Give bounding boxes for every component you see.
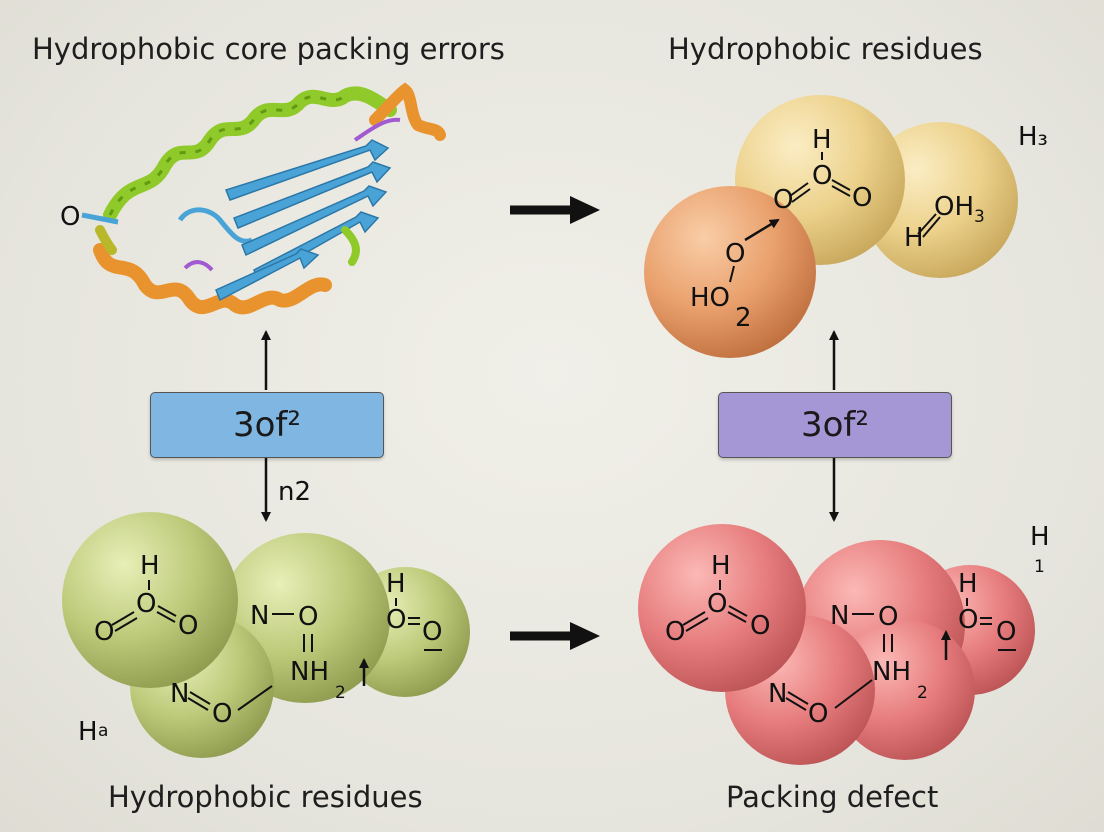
svg-text:H: H xyxy=(386,569,406,599)
svg-text:3: 3 xyxy=(974,207,985,227)
svg-text:O: O xyxy=(878,602,898,632)
svg-text:H: H xyxy=(904,223,924,253)
beta-strand xyxy=(225,139,390,201)
svg-text:OH: OH xyxy=(934,192,974,222)
bottom-right-molecule: H O O O N O NH 2 H O O N O xyxy=(665,551,1016,729)
svg-text:N: N xyxy=(170,679,189,709)
svg-text:O: O xyxy=(750,611,770,641)
corner-label-h1-sub: 1 xyxy=(1034,557,1045,577)
svg-text:O: O xyxy=(707,589,727,619)
corner-label-ha-sup: a xyxy=(98,721,108,741)
title-top-left: Hydrophobic core packing errors xyxy=(32,32,505,66)
beta-strand xyxy=(215,248,320,302)
svg-text:O: O xyxy=(852,183,872,213)
svg-text:H: H xyxy=(812,125,832,155)
svg-text:N: N xyxy=(768,679,787,709)
protein-ribbon xyxy=(81,82,446,315)
ribbon-end-label: O xyxy=(60,202,80,232)
svg-text:2: 2 xyxy=(335,683,346,703)
svg-text:O: O xyxy=(298,602,318,632)
svg-text:O: O xyxy=(773,185,793,215)
corner-label-h1: H xyxy=(1030,522,1050,552)
svg-text:N: N xyxy=(250,601,269,631)
svg-text:2: 2 xyxy=(917,683,928,703)
svg-text:O: O xyxy=(958,605,978,635)
svg-text:O: O xyxy=(812,161,832,191)
title-bottom-left: Hydrophobic residues xyxy=(108,780,423,814)
svg-text:O: O xyxy=(178,611,198,641)
svg-text:O: O xyxy=(386,605,406,635)
corner-label-h3: H₃ xyxy=(1018,122,1048,152)
top-right-molecule: H O O O OH 3 H O HO 2 xyxy=(690,125,985,333)
green-sphere xyxy=(62,512,238,688)
svg-text:2: 2 xyxy=(735,303,752,333)
bottom-right-sphere-cluster xyxy=(638,524,1035,765)
svg-text:H: H xyxy=(711,551,731,581)
svg-text:HO: HO xyxy=(690,283,730,313)
red-sphere xyxy=(638,524,806,692)
bottom-left-molecule: H O O O N O NH 2 H O O N O xyxy=(94,551,442,729)
svg-text:O: O xyxy=(665,617,685,647)
arrow-label-n2: n2 xyxy=(278,477,311,507)
title-top-right: Hydrophobic residues xyxy=(668,32,983,66)
orange-loop xyxy=(369,82,446,141)
right-process-box: 3of² xyxy=(718,392,952,458)
left-process-box: 3of² xyxy=(150,392,384,458)
svg-text:H: H xyxy=(958,569,978,599)
svg-text:N: N xyxy=(830,601,849,631)
red-sphere xyxy=(835,620,975,760)
svg-text:O: O xyxy=(808,699,828,729)
beta-strand xyxy=(241,185,388,257)
svg-text:NH: NH xyxy=(872,657,911,687)
svg-text:O: O xyxy=(136,589,156,619)
svg-text:O: O xyxy=(94,617,114,647)
bottom-left-sphere-cluster xyxy=(62,512,470,758)
svg-text:O: O xyxy=(422,617,442,647)
orange-sphere xyxy=(644,186,816,358)
corner-label-ha: H xyxy=(78,717,98,747)
svg-text:O: O xyxy=(212,699,232,729)
svg-text:H: H xyxy=(140,551,160,581)
arrows xyxy=(261,196,839,650)
orange-helix xyxy=(93,243,332,315)
svg-text:O: O xyxy=(725,239,745,269)
title-bottom-right: Packing defect xyxy=(726,780,939,814)
svg-text:NH: NH xyxy=(290,657,329,687)
svg-text:O: O xyxy=(996,617,1016,647)
beta-strand xyxy=(233,161,392,229)
